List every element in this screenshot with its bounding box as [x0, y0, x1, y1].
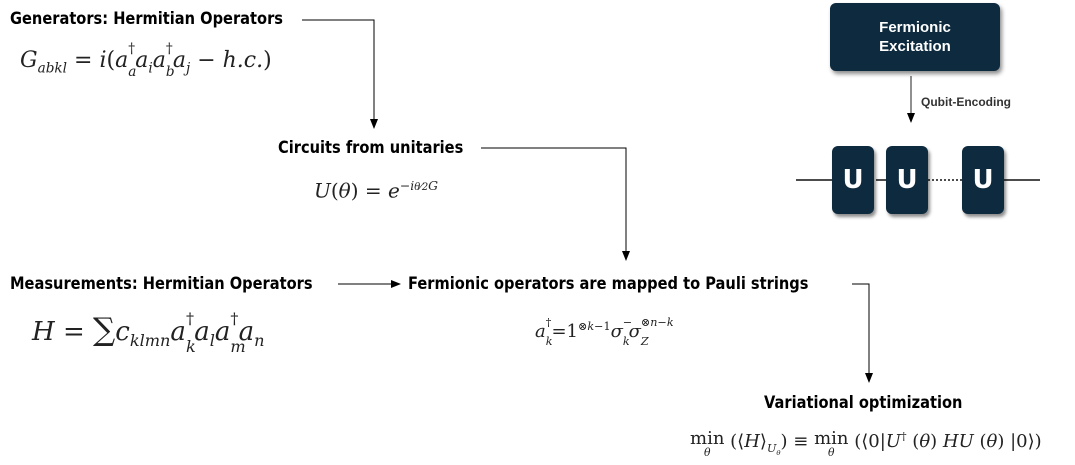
box-line-1: Fermionic [879, 19, 951, 36]
unitary-gate-1: U [832, 146, 874, 214]
generators-heading: Generators: Hermitian Operators [10, 9, 284, 29]
circuits-heading: Circuits from unitaries [278, 138, 464, 158]
mapping-heading: Fermionic operators are mapped to Pauli … [408, 274, 809, 294]
measurements-heading: Measurements: Hermitian Operators [10, 274, 313, 294]
measurements-formula: H = ∑cklmna†k ala†m an [32, 309, 265, 356]
unitary-gate-2: U [886, 146, 928, 214]
optimization-heading: Variational optimization [764, 393, 963, 413]
box-line-2: Excitation [879, 38, 951, 55]
generators-formula: Gabkl = i(a†a aia†b aj − h.c.) [20, 40, 272, 80]
arrow-circuits-to-mapping [481, 147, 630, 261]
arrow-mapping-to-optimization [852, 283, 873, 383]
arrow-generators-to-circuits [302, 19, 378, 129]
qubit-encoding-label: Qubit-Encoding [921, 95, 1011, 109]
fermionic-excitation-box: Fermionic Excitation [830, 3, 1000, 71]
circuits-formula: U(θ) = e−iθ⁄2G [314, 178, 439, 203]
unitary-gate-3: U [962, 146, 1004, 214]
